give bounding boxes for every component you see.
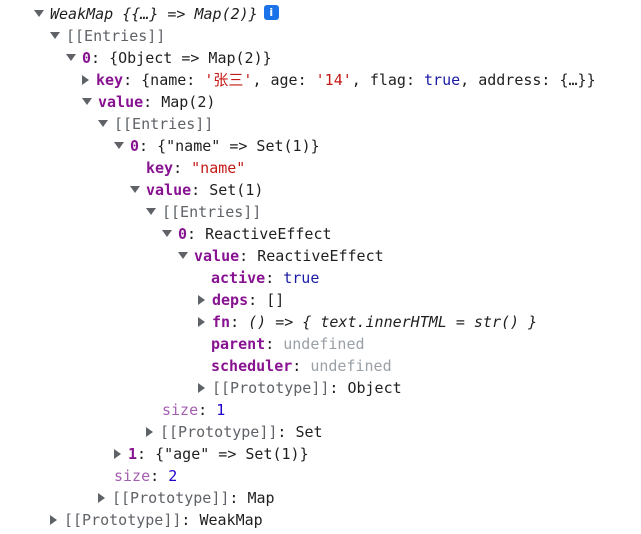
scheduler-value: undefined xyxy=(310,357,392,375)
entry-summary: => Set(1)} xyxy=(209,445,309,463)
age-value: '14' xyxy=(315,71,352,89)
expand-triangle-icon[interactable] xyxy=(66,54,76,61)
expand-triangle-icon[interactable] xyxy=(178,252,188,259)
weakmap-summary: WeakMap {{…} => Map(2)} xyxy=(50,5,258,23)
key-string-value: "name" xyxy=(191,159,246,177)
entry-summary: ReactiveEffect xyxy=(205,225,332,243)
entries-label: [[Entries]] xyxy=(66,27,166,45)
property-key: size xyxy=(114,467,151,485)
entry-index: 0 xyxy=(130,137,140,155)
prototype-label: [[Prototype]] xyxy=(160,423,278,441)
active-value: true xyxy=(283,269,320,287)
map-entry-0-row[interactable]: 0: {"name" => Set(1)} xyxy=(114,135,320,157)
prototype-value: Set xyxy=(295,423,323,441)
collapsed-triangle-icon[interactable] xyxy=(146,426,153,437)
set-entry-value-row[interactable]: value: ReactiveEffect xyxy=(178,245,384,267)
entry-key-string: "age" xyxy=(164,445,210,463)
collapsed-triangle-icon[interactable] xyxy=(198,382,205,393)
size-value: 2 xyxy=(168,467,178,485)
collapsed-triangle-icon[interactable] xyxy=(50,514,57,525)
expand-triangle-icon[interactable] xyxy=(34,10,44,17)
age-label: , age: xyxy=(252,71,316,89)
expand-triangle-icon[interactable] xyxy=(50,32,60,39)
address-label: , address: {…}} xyxy=(460,71,596,89)
map-entry-value-row[interactable]: value: Set(1) xyxy=(130,179,263,201)
property-key: key xyxy=(146,159,174,177)
entry-index: 0 xyxy=(82,49,92,67)
entry-key-string: "name" xyxy=(166,137,221,155)
expand-triangle-icon[interactable] xyxy=(146,208,156,215)
prototype-label: [[Prototype]] xyxy=(212,379,330,397)
entries-label: [[Entries]] xyxy=(162,203,262,221)
entry-open-brace: { xyxy=(157,137,167,155)
prototype-value: Object xyxy=(347,379,402,397)
entry-value-row[interactable]: value: Map(2) xyxy=(82,91,215,113)
active-property-row: active: true xyxy=(211,269,320,287)
expand-triangle-icon[interactable] xyxy=(162,230,172,237)
value-summary: ReactiveEffect xyxy=(257,247,384,265)
name-value: '张三' xyxy=(204,71,253,89)
entry-open-brace: { xyxy=(155,445,165,463)
set-entry-0-row[interactable]: 0: ReactiveEffect xyxy=(162,223,332,245)
prototype-weakmap-row[interactable]: [[Prototype]]: WeakMap xyxy=(50,509,263,531)
set-size-row: size: 1 xyxy=(162,401,226,419)
map-entry-key-row: key: "name" xyxy=(146,159,246,177)
scheduler-property-row: scheduler: undefined xyxy=(211,357,392,375)
collapsed-triangle-icon[interactable] xyxy=(82,74,89,85)
property-key: key xyxy=(96,71,124,89)
parent-value: undefined xyxy=(283,335,365,353)
entries-row-set[interactable]: [[Entries]] xyxy=(146,201,261,223)
property-key: deps xyxy=(212,291,249,309)
property-key: active xyxy=(211,269,266,287)
collapsed-triangle-icon[interactable] xyxy=(198,294,205,305)
prototype-set-row[interactable]: [[Prototype]]: Set xyxy=(146,421,323,443)
size-value: 1 xyxy=(216,401,226,419)
property-key: value xyxy=(146,181,192,199)
expand-triangle-icon[interactable] xyxy=(98,120,108,127)
collapsed-triangle-icon[interactable] xyxy=(198,316,205,327)
property-key: value xyxy=(98,93,144,111)
property-key: scheduler xyxy=(211,357,293,375)
collapsed-triangle-icon[interactable] xyxy=(98,492,105,503)
deps-property-row[interactable]: deps: [] xyxy=(198,289,284,311)
property-key: value xyxy=(194,247,240,265)
prototype-object-row[interactable]: [[Prototype]]: Object xyxy=(198,377,402,399)
deps-value: [] xyxy=(266,291,285,309)
prototype-map-row[interactable]: [[Prototype]]: Map xyxy=(98,487,275,509)
fn-property-row[interactable]: fn: () => { text.innerHTML = str() } xyxy=(198,311,537,333)
entries-row-map[interactable]: [[Entries]] xyxy=(98,113,213,135)
map-entry-1-row[interactable]: 1: {"age" => Set(1)} xyxy=(114,443,309,465)
fn-value: () => { text.innerHTML = str() } xyxy=(248,313,538,331)
property-key: size xyxy=(162,401,199,419)
map-size-row: size: 2 xyxy=(114,467,178,485)
object-preview-open: {name: xyxy=(141,71,205,89)
expand-triangle-icon[interactable] xyxy=(82,98,92,105)
value-summary: Map(2) xyxy=(161,93,216,111)
entry-summary: {Object => Map(2)} xyxy=(109,49,272,67)
entries-label: [[Entries]] xyxy=(114,115,214,133)
prototype-value: Map xyxy=(247,489,275,507)
entry-0-row[interactable]: 0: {Object => Map(2)} xyxy=(66,47,272,69)
expand-triangle-icon[interactable] xyxy=(130,186,140,193)
entry-summary: => Set(1)} xyxy=(220,137,320,155)
prototype-value: WeakMap xyxy=(199,511,263,529)
prototype-label: [[Prototype]] xyxy=(64,511,182,529)
info-icon[interactable]: i xyxy=(263,5,279,20)
flag-label: , flag: xyxy=(351,71,425,89)
entries-row-weakmap[interactable]: [[Entries]] xyxy=(50,25,165,47)
prototype-label: [[Prototype]] xyxy=(112,489,230,507)
weakmap-root-row[interactable]: WeakMap {{…} => Map(2)} i xyxy=(34,3,279,25)
flag-value: true xyxy=(424,71,461,89)
property-key: parent xyxy=(211,335,266,353)
entry-key-row[interactable]: key: {name: '张三', age: '14', flag: true,… xyxy=(82,69,596,91)
parent-property-row: parent: undefined xyxy=(211,335,365,353)
value-summary: Set(1) xyxy=(209,181,264,199)
entry-index: 0 xyxy=(178,225,188,243)
collapsed-triangle-icon[interactable] xyxy=(114,448,121,459)
expand-triangle-icon[interactable] xyxy=(114,142,124,149)
entry-index: 1 xyxy=(128,445,138,463)
property-key: fn xyxy=(212,313,231,331)
